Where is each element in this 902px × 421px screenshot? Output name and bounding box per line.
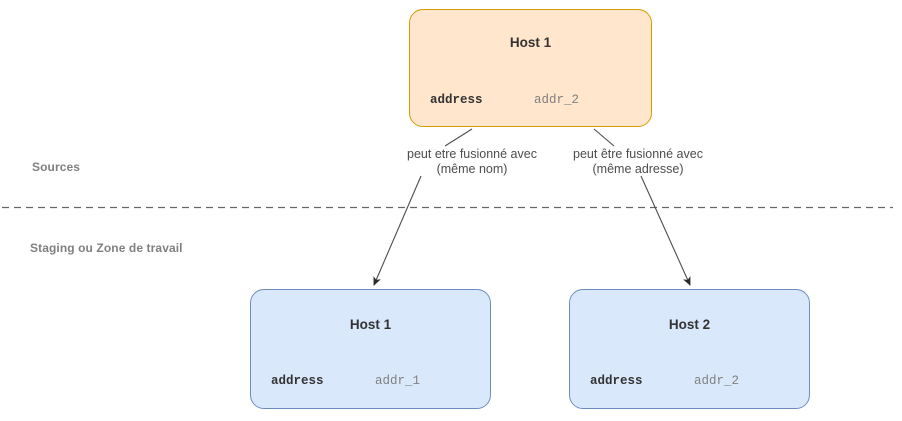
entity-box-staging-host1[interactable]: Host 1 address addr_1 xyxy=(250,289,491,409)
zone-label-staging: Staging ou Zone de travail xyxy=(30,241,183,255)
edge-source-host1-to-staging-host1-segment-upper xyxy=(444,128,473,147)
edge-label-left-line1: peut etre fusionné avec xyxy=(407,147,537,161)
edge-source-host1-to-staging-host2 xyxy=(640,175,691,286)
entity-box-source-host1[interactable]: Host 1 address addr_2 xyxy=(409,9,652,127)
edge-label-merge-same-name: peut etre fusionné avec (même nom) xyxy=(372,147,572,177)
entity-title-source-host1: Host 1 xyxy=(509,35,552,50)
attribute-key-address: address xyxy=(271,374,324,388)
edge-source-host1-to-staging-host2-segment-upper xyxy=(593,128,615,147)
attribute-key-address: address xyxy=(590,374,643,388)
zone-label-sources: Sources xyxy=(32,160,81,174)
attribute-key-address: address xyxy=(430,93,483,107)
edge-label-right-line1: peut être fusionné avec xyxy=(573,147,703,161)
edge-label-right-line2: (même adresse) xyxy=(592,162,684,176)
attribute-value-address: addr_2 xyxy=(534,93,580,107)
attribute-value-address: addr_1 xyxy=(375,374,421,388)
edge-label-merge-same-address: peut être fusionné avec (même adresse) xyxy=(538,147,738,177)
entity-title-staging-host1: Host 1 xyxy=(349,317,392,332)
edge-source-host1-to-staging-host1 xyxy=(373,175,422,286)
edge-label-left-line2: (même nom) xyxy=(436,162,508,176)
entity-box-staging-host2[interactable]: Host 2 address addr_2 xyxy=(569,289,810,409)
attribute-value-address: addr_2 xyxy=(694,374,740,388)
entity-title-staging-host2: Host 2 xyxy=(668,317,711,332)
